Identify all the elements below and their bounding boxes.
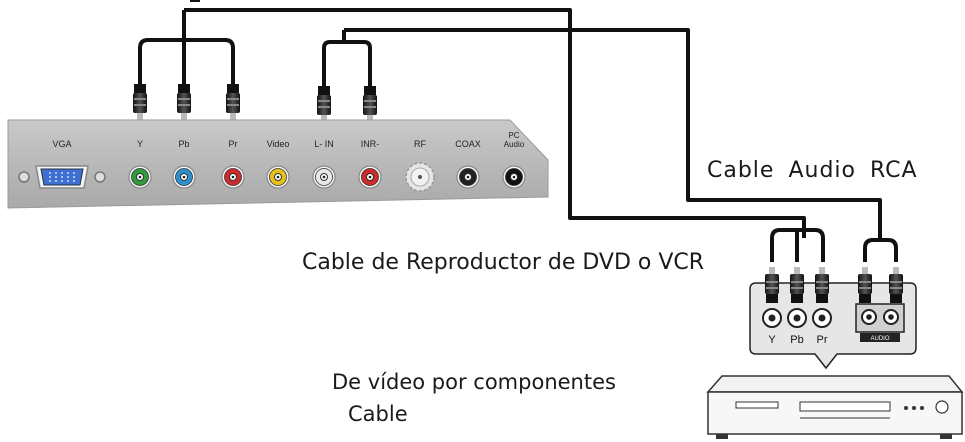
vga-port-icon xyxy=(18,165,106,189)
port-label: Pb xyxy=(178,139,189,149)
component-cable-caption-line1: De vídeo por componentes xyxy=(332,370,616,394)
audio-cable-harness xyxy=(322,40,372,88)
port-label: Y xyxy=(137,139,143,149)
device-component-jacks: Y Pb Pr xyxy=(762,308,832,346)
rca-jack-icon xyxy=(221,165,245,189)
port-vga: VGA xyxy=(18,139,106,189)
panel-plugs xyxy=(133,84,377,122)
rca-jack-icon xyxy=(128,165,152,189)
device-plug-pr-icon xyxy=(815,267,829,303)
plug-pb-icon xyxy=(177,84,191,120)
device-audio-badge: AUDIO xyxy=(870,336,889,342)
dvd-player-icon xyxy=(706,375,964,439)
component-cable-harness xyxy=(138,38,235,86)
port-label: L- IN xyxy=(314,139,334,149)
rca-jack-icon xyxy=(358,165,382,189)
device-plug-y-icon xyxy=(765,267,779,303)
component-cable-device-harness xyxy=(770,228,825,262)
audio-cable-caption: Cable Audio RCA xyxy=(707,158,918,183)
port-label: Pr xyxy=(229,139,238,149)
device-plug-audio-r-icon xyxy=(889,267,903,303)
plug-y-icon xyxy=(133,84,147,120)
plug-audio-right-icon xyxy=(363,86,377,122)
component-cable-caption-line2: Cable xyxy=(348,402,408,426)
audio-cable-run xyxy=(344,28,882,240)
port-label: PC xyxy=(508,131,519,140)
rca-jack-icon xyxy=(172,165,196,189)
cables xyxy=(138,0,898,262)
rca-jack-icon xyxy=(266,165,290,189)
dvd-cable-caption: Cable de Reproductor de DVD o VCR xyxy=(302,250,705,275)
device-label-pr: Pr xyxy=(817,334,828,346)
port-y: Y xyxy=(128,139,152,189)
rca-jack-icon xyxy=(312,165,336,189)
port-label: RF xyxy=(414,139,426,149)
port-pr: Pr xyxy=(221,139,245,189)
port-l-in: L- IN xyxy=(312,139,336,189)
audio-cable-device-harness xyxy=(863,238,898,262)
device-label-pb: Pb xyxy=(790,334,803,346)
plug-audio-left-icon xyxy=(317,86,331,122)
dvd-player: Y Pb Pr AUDIO xyxy=(706,267,964,439)
panel-body xyxy=(7,119,549,209)
audio-jack-icon xyxy=(502,165,526,189)
component-cable-run xyxy=(184,8,806,238)
port-label: INR- xyxy=(361,139,380,149)
port-label: Audio xyxy=(504,140,525,149)
device-audio-jacks: AUDIO xyxy=(855,303,905,342)
port-label: Video xyxy=(267,139,290,149)
port-label: VGA xyxy=(52,139,71,149)
port-coax: COAX xyxy=(455,139,481,189)
rf-connector-icon xyxy=(405,162,435,192)
port-rf: RF xyxy=(405,139,435,192)
port-pb: Pb xyxy=(172,139,196,189)
port-video: Video xyxy=(266,139,290,189)
port-inr: INR- xyxy=(358,139,382,189)
device-plug-pb-icon xyxy=(790,267,804,303)
device-plug-audio-l-icon xyxy=(858,267,872,303)
coax-jack-icon xyxy=(456,165,480,189)
port-label: COAX xyxy=(455,139,481,149)
device-label-y: Y xyxy=(768,334,776,346)
plug-pr-icon xyxy=(226,84,240,120)
